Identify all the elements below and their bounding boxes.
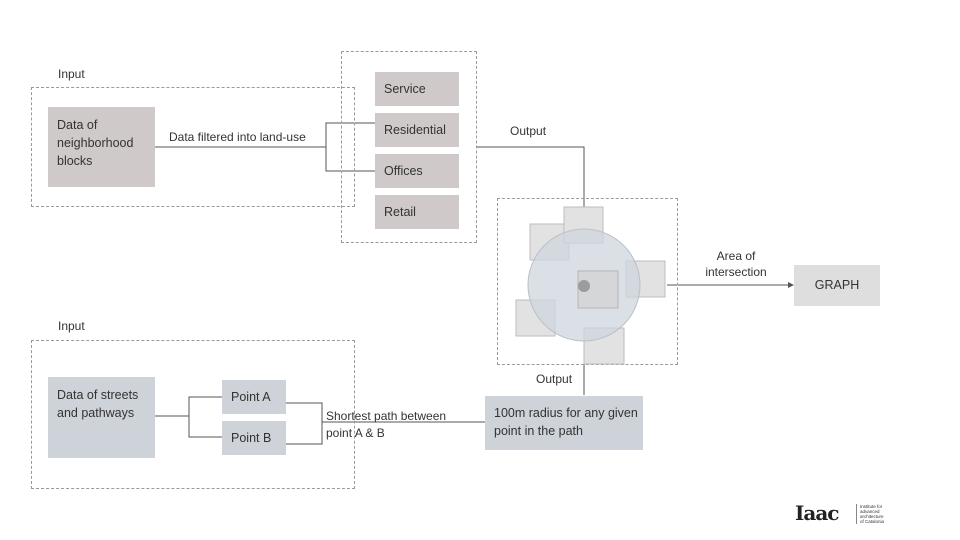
logo-caption-line: of Catalonia [860,519,885,524]
category-residential: Residential [375,113,459,147]
graph-box: GRAPH [794,265,880,306]
intersection-label: Area of intersection [696,248,776,280]
top-output-label: Output [510,124,547,138]
category-service: Service [375,72,459,106]
bottom-input-frame [31,340,355,489]
bottom-output-label: Output [536,372,573,386]
bottom-input-label: Input [58,319,85,333]
streets-pathways-text: Data of streets and pathways [57,388,139,420]
category-retail: Retail [375,195,459,229]
intersection-diagram [515,206,666,365]
top-input-frame [31,87,355,207]
iaac-logo-mark: Iaac [795,501,839,525]
bracket-bottom-points [188,396,222,438]
bracket-top-categories [325,122,375,172]
path-label-text: Shortest path between point A & B [326,409,447,440]
filter-label: Data filtered into land-use [169,130,306,144]
center-point [578,280,590,292]
neighborhood-blocks-box: Data of neighborhood blocks [48,107,155,187]
point-b-box: Point B [222,421,286,455]
logo-caption-line: advanced [860,509,880,514]
land-use-frame [341,51,477,243]
top-input-label: Input [58,67,85,81]
category-offices: Offices [375,154,459,188]
neighborhood-blocks-text: Data of neighborhood blocks [57,118,134,168]
iaac-logo-caption: Institute for advanced architecture of C… [856,504,884,524]
logo-caption-line: architecture [860,514,884,519]
point-a-box: Point A [222,380,286,414]
streets-pathways-box: Data of streets and pathways [48,377,155,458]
connector-top-output [476,146,585,207]
intersection-label-text: Area of intersection [705,249,767,279]
radius-box: 100m radius for any given point in the p… [485,396,643,450]
radius-box-text: 100m radius for any given point in the p… [494,406,638,438]
path-label: Shortest path between point A & B [326,408,466,442]
logo-caption-line: Institute for [860,504,883,509]
bracket-bottom-path [286,402,323,445]
